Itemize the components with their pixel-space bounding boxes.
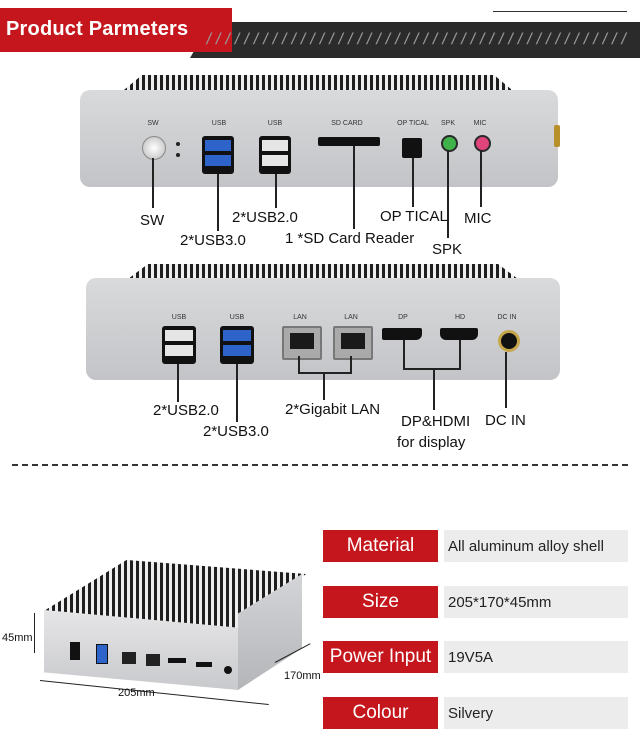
- led-icon: [176, 142, 180, 146]
- lan-port-icon: [146, 654, 160, 666]
- callout-line: [459, 340, 461, 370]
- callout-lan: 2*Gigabit LAN: [285, 401, 381, 418]
- dp-port-icon: [168, 658, 186, 663]
- header-rule: [493, 11, 627, 12]
- callout-sd: 1 *SD Card Reader: [285, 230, 415, 247]
- dimension-depth: 170mm: [284, 670, 321, 682]
- usb3-port-icon: [202, 136, 234, 174]
- spec-value-power: 19V5A: [444, 641, 628, 673]
- front-port-label-usb2: USB: [267, 120, 283, 127]
- callout-line: [323, 372, 325, 400]
- front-port-label-sw: SW: [147, 120, 159, 127]
- callout-line: [480, 150, 482, 207]
- callout-line: [350, 356, 352, 374]
- callout-line: [403, 340, 405, 370]
- heatsink-fins: [124, 264, 522, 282]
- sd-slot-icon: [318, 137, 380, 146]
- callout-line: [505, 352, 507, 408]
- front-port-label-usb3: USB: [211, 120, 227, 127]
- callout-line: [275, 174, 277, 208]
- callout-line: [403, 368, 461, 370]
- callout-display-line1: DP&HDMI: [401, 413, 471, 430]
- callout-line: [412, 158, 414, 207]
- device-photo: [34, 560, 306, 690]
- callout-mic: MIC: [464, 210, 492, 227]
- dimension-height: 45mm: [2, 632, 33, 644]
- rear-port-label-lan1: LAN: [293, 314, 307, 321]
- optical-port-icon: [402, 138, 422, 158]
- callout-dc: DC IN: [485, 412, 526, 429]
- led-icon: [176, 153, 180, 157]
- spec-value-size: 205*170*45mm: [444, 586, 628, 618]
- front-port-label-optical: OP TICAL: [397, 120, 429, 127]
- callout-sw: SW: [140, 212, 165, 229]
- dp-port-icon: [382, 328, 422, 340]
- usb2-port-icon: [70, 642, 80, 660]
- callout-spk: SPK: [432, 241, 463, 258]
- callout-line: [177, 364, 179, 402]
- callout-line: [298, 372, 352, 374]
- usb2-port-icon: [259, 136, 291, 174]
- callout-line: [217, 174, 219, 231]
- spk-jack-icon: [441, 135, 458, 152]
- callout-line: [298, 356, 300, 374]
- power-button-icon: [142, 136, 166, 160]
- callout-line: [152, 158, 154, 208]
- lan-port-icon: [282, 326, 322, 360]
- callout-usb3-front: 2*USB3.0: [180, 232, 246, 249]
- rear-port-label-hd: HD: [454, 314, 466, 321]
- callout-usb2-rear: 2*USB2.0: [153, 402, 219, 419]
- dimension-width: 205mm: [118, 687, 155, 699]
- callout-usb3-rear: 2*USB3.0: [203, 423, 269, 440]
- rear-panel-device: [86, 264, 560, 380]
- header-red-tab: [0, 8, 232, 52]
- callout-usb2-front: 2*USB2.0: [232, 209, 298, 226]
- rear-port-label-usb2: USB: [171, 314, 187, 321]
- dimension-line: [34, 613, 35, 653]
- dc-jack-icon: [224, 666, 232, 674]
- lan-port-icon: [122, 652, 136, 664]
- usb3-port-icon: [220, 326, 254, 364]
- lan-port-icon: [333, 326, 373, 360]
- hdmi-port-icon: [196, 662, 212, 667]
- callout-optical: OP TICAL: [380, 208, 448, 225]
- callout-line: [447, 150, 449, 238]
- spec-value-colour: Silvery: [444, 697, 628, 729]
- front-port-label-mic: MIC: [473, 120, 487, 127]
- rear-port-label-usb3: USB: [229, 314, 245, 321]
- mic-jack-icon: [474, 135, 491, 152]
- callout-line: [236, 364, 238, 422]
- spec-key-material: Material: [323, 530, 438, 562]
- antenna-icon: [554, 125, 560, 147]
- spec-key-size: Size: [323, 586, 438, 618]
- front-port-label-spk: SPK: [440, 120, 455, 127]
- spec-key-colour: Colour: [323, 697, 438, 729]
- rear-port-label-dp: DP: [398, 314, 408, 321]
- usb2-port-icon: [162, 326, 196, 364]
- callout-line: [433, 368, 435, 410]
- front-port-label-sd: SD CARD: [331, 120, 363, 127]
- rear-port-label-lan2: LAN: [344, 314, 358, 321]
- dc-jack-icon: [498, 330, 520, 352]
- header-stripes: ////////////////////////////////////////…: [205, 31, 630, 47]
- callout-display-line2: for display: [397, 434, 466, 451]
- usb3-port-icon: [96, 644, 108, 664]
- spec-key-power: Power Input: [323, 641, 438, 673]
- rear-panel-face: [86, 278, 560, 380]
- page-title: Product Parmeters: [6, 18, 189, 40]
- hdmi-port-icon: [440, 328, 478, 340]
- spec-value-material: All aluminum alloy shell: [444, 530, 628, 562]
- callout-line: [353, 146, 355, 229]
- rear-port-label-dc: DC IN: [497, 314, 517, 321]
- dashed-separator: [12, 464, 628, 466]
